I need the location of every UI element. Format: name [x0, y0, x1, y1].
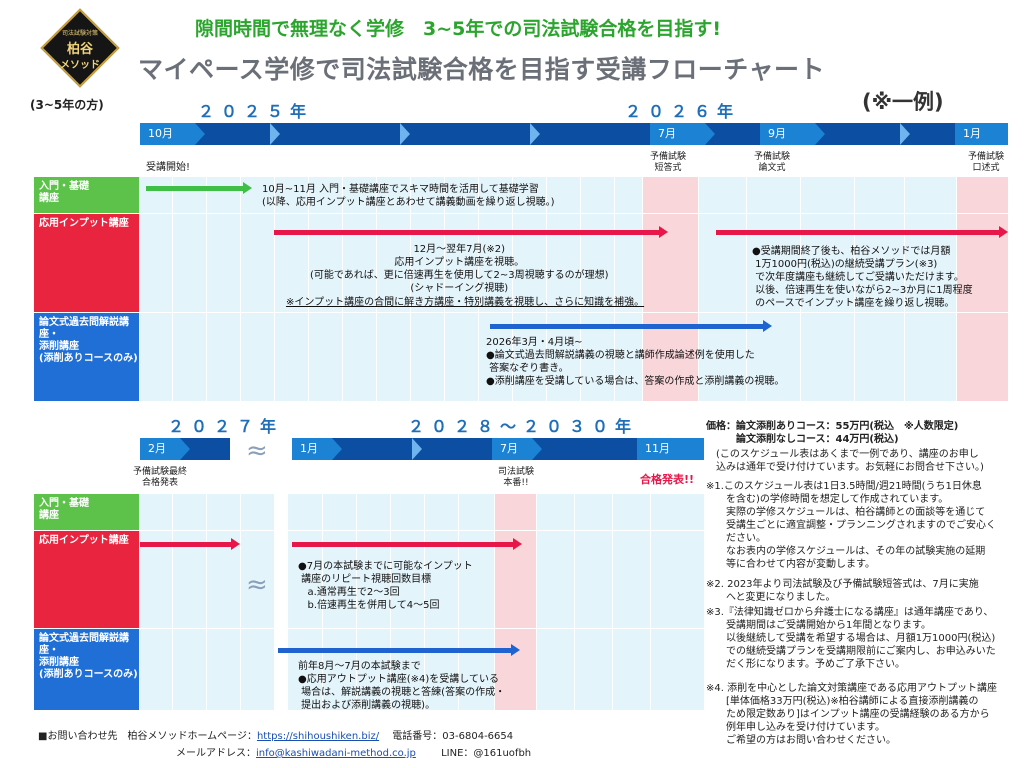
row-intro-basic-b: 入門・基礎 講座	[34, 494, 139, 530]
contact-mail-link[interactable]: info@kashiwadani-method.co.jp	[256, 748, 416, 759]
month-jul-b: 7月	[492, 438, 532, 460]
text-intro: 10月~11月 入門・基礎講座でスキマ時間を活用して基礎学習 (以降、応用インプ…	[262, 184, 555, 208]
bar-exam-label: 司法試験 本番!!	[497, 467, 534, 488]
contact-mail-label: メールアドレス：	[176, 748, 256, 759]
row-applied-input: 応用インプット講座	[34, 214, 139, 312]
exam-oral-label: 予備試験 口述式	[967, 152, 1004, 173]
text-continue: ●受講期間終了後も、柏谷メソッドでは月額 1万1000円(税込)の継続受講プラン…	[752, 246, 973, 309]
year-2025: ２０２５年	[198, 102, 314, 121]
arrow-applied-b2	[292, 538, 522, 550]
note-2: ※2. 2023年より司法試験及び予備試験短答式は、7月に実施 へと変更になりま…	[706, 579, 979, 603]
page-title: マイペース学修で司法試験合格を目指す受講フローチャート	[138, 55, 826, 84]
note-3: ※3.『法律知識ゼロから弁護士になる講座』は通年講座であり、 受講期間はご受講開…	[706, 607, 996, 670]
text-repeat: ●7月の本試験までに可能なインプット 講座のリピート視聴回数目標 a.通常再生で…	[298, 561, 473, 611]
approx-symbol-top: ≈	[246, 436, 268, 466]
price-1: 価格：論文添削ありコース：55万円(税込 ※人数限定)	[706, 421, 959, 432]
month-nov-b: 11月	[637, 438, 704, 460]
contact-line-1: ■お問い合わせ先 柏谷メソッドホームページ：https://shihoushik…	[38, 727, 513, 742]
pass-announce-label: 合格発表!!	[640, 473, 695, 486]
logo-top-text: 司法試験対策	[61, 30, 98, 37]
year-2027: ２０２７年	[168, 417, 284, 436]
timeline-band-bottom-1: 2月	[140, 438, 230, 460]
price-note: (このスケジュール表はあくまで一例であり、講座のお申し 込みは通年で受け付けてい…	[715, 449, 984, 473]
month-feb: 2月	[140, 438, 180, 460]
text-applied: 12月～翌年7月(※2) 応用インプット講座を視聴。 (可能であれば、更に倍速再…	[310, 244, 609, 294]
year-2028-2030: ２０２８～２０３０年	[408, 417, 639, 436]
arrow-applied-b1	[140, 538, 240, 550]
row-essay-past-b: 論文式過去問解説講 座・ 添削講座 (添削ありコースのみ)	[34, 629, 139, 710]
headline: 隙間時間で無理なく学修 3~5年での司法試験合格を目指す!	[195, 18, 722, 40]
exam-essay-label: 予備試験 論文式	[753, 152, 790, 173]
logo: 司法試験対策 柏谷 メソッド	[40, 8, 120, 88]
note-4: ※4. 添削を中心とした論文対策講座である応用アウトプット講座 [単体価格33万…	[706, 683, 997, 746]
duration-label: (3~5年の方)	[30, 98, 104, 112]
year-2026: ２０２６年	[625, 102, 741, 121]
schedule-grid-top: 入門・基礎 講座 応用インプット講座 論文式過去問解説講 座・ 添削講座 (添削…	[34, 177, 1008, 401]
month-jan-b: 1月	[292, 438, 332, 460]
text-essay: 2026年3月・4月頃~ ●論文式過去問解説講義の視聴と講師作成論述例を使用した…	[486, 337, 785, 387]
text-output: 前年8月～7月の本試験まで ●応用アウトプット講座(※4)を受講している 場合は…	[298, 661, 506, 711]
arrow-intro	[146, 182, 252, 194]
final-pass-label: 予備試験最終 合格発表	[132, 467, 187, 488]
month-jul: 7月	[650, 123, 705, 145]
contact-url-link[interactable]: https://shihoushiken.biz/	[256, 731, 380, 742]
schedule-grid-bottom: 入門・基礎 講座 応用インプット講座 論文式過去問解説講 座・ 添削講座 (添削…	[34, 494, 704, 710]
contact-tel: 電話番号：03-6804-6654	[392, 731, 514, 742]
contact-line-2: メールアドレス：info@kashiwadani-method.co.jp LI…	[176, 744, 531, 759]
contact-line-id: LINE：@161uofbh	[441, 748, 532, 759]
approx-symbol-bottom: ≈	[246, 570, 268, 600]
start-label: 受講開始!	[146, 162, 191, 173]
arrow-output	[278, 644, 520, 656]
arrow-applied-1	[274, 226, 668, 238]
arrow-applied-2	[716, 226, 1008, 238]
row-intro-basic: 入門・基礎 講座	[34, 177, 139, 213]
timeline-band-bottom-2: 1月 7月 11月	[292, 438, 704, 460]
price-2: 論文添削なしコース：44万円(税込)	[706, 434, 899, 445]
exam-short-label: 予備試験 短答式	[649, 152, 686, 173]
logo-sub-text: メソッド	[60, 60, 100, 71]
row-applied-input-b: 応用インプット講座	[34, 531, 139, 628]
text-applied-note: ※インプット講座の合間に解き方講座・特別講義を視聴し、さらに知識を補強。	[286, 297, 645, 308]
example-note: (※一例)	[862, 90, 944, 114]
month-oct: 10月	[140, 123, 195, 145]
note-1: ※1.このスケジュール表は1日3.5時間/週21時間(うち1日休息 を含む)の学…	[706, 481, 996, 570]
arrow-essay	[490, 320, 772, 332]
row-essay-past: 論文式過去問解説講 座・ 添削講座 (添削ありコースのみ)	[34, 313, 139, 401]
logo-main-text: 柏谷	[66, 42, 93, 57]
timeline-band-top: 10月 7月 9月 1月	[140, 123, 1008, 145]
contact-label: ■お問い合わせ先 柏谷メソッドホームページ：	[38, 731, 257, 742]
month-jan: 1月	[955, 123, 1008, 145]
month-sep: 9月	[760, 123, 815, 145]
